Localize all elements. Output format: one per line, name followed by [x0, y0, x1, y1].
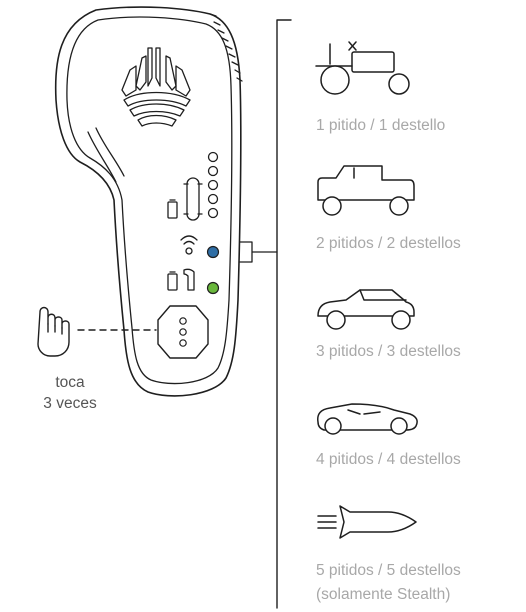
green-status-led [206, 281, 220, 295]
led-bracket [239, 241, 278, 263]
remote-inner-shell [66, 16, 233, 385]
remote-outer-shell [54, 6, 242, 397]
brand-logo [121, 47, 191, 127]
battery-level-leds [207, 151, 219, 219]
tap-instruction-line2: 3 veces [43, 395, 97, 412]
remote-control [54, 6, 243, 397]
blue-status-led [206, 245, 220, 259]
sedan-car-icon [317, 289, 415, 330]
rocket-icon [317, 505, 417, 539]
remote-small-icon [183, 268, 195, 291]
mode-5-note: (solamente Stealth) [316, 586, 451, 603]
tractor-icon [315, 41, 410, 95]
board-battery-icon [167, 199, 178, 219]
tap-instruction-line1: toca [55, 374, 85, 391]
wifi-icon [180, 235, 198, 255]
tap-instruction: toca 3 veces [30, 372, 110, 414]
pickup-truck-icon [317, 165, 415, 216]
power-button[interactable] [157, 305, 209, 359]
mode-list-connector [276, 19, 292, 609]
mode-3-label: 3 pitidos / 3 destellos [316, 343, 461, 360]
tap-finger-icon [37, 306, 70, 357]
remote-side-notch [87, 127, 125, 183]
sports-car-icon [317, 403, 418, 435]
remote-battery-icon [167, 271, 178, 291]
mode-2-label: 2 pitidos / 2 destellos [316, 235, 461, 252]
mode-5-label: 5 pitidos / 5 destellos [316, 562, 461, 579]
mode-4-label: 4 pitidos / 4 destellos [316, 451, 461, 468]
mode-1-label: 1 pitido / 1 destello [316, 117, 446, 134]
skateboard-icon [183, 177, 203, 221]
